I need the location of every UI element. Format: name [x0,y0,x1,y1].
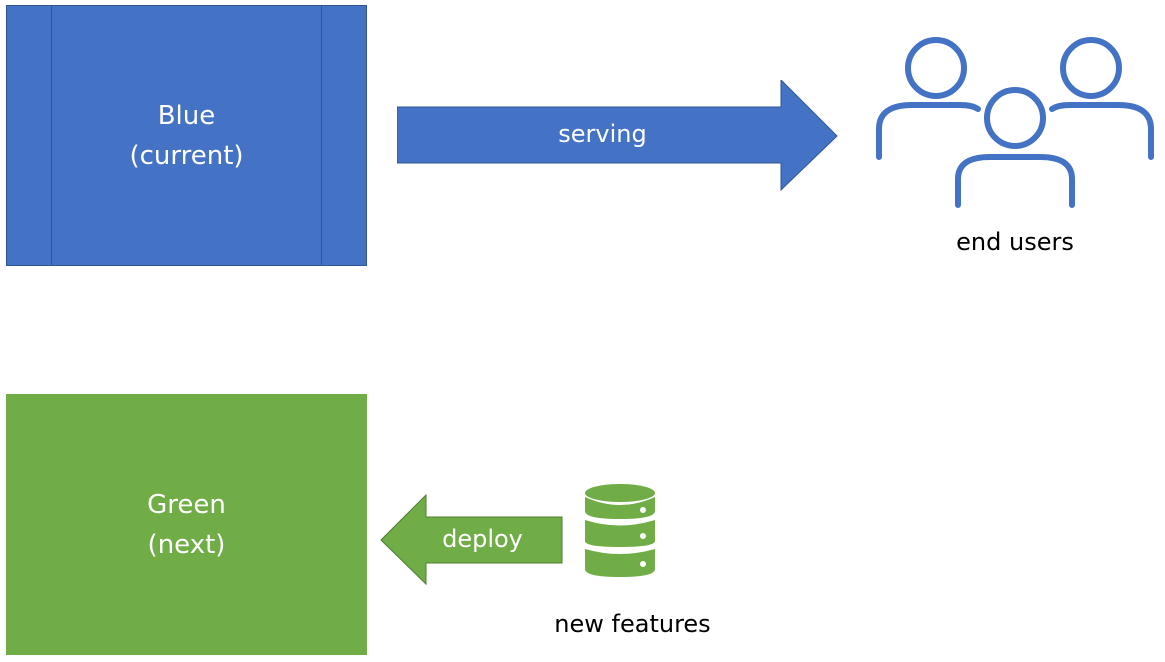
blue-box-left-divider [51,6,52,265]
deploy-arrow-label: deploy [442,525,523,553]
green-environment-box: Green (next) [6,394,367,655]
green-box-subtitle: (next) [147,529,226,560]
new-features-caption: new features [554,610,711,638]
green-box-title: Green [147,489,226,520]
blue-box-subtitle: (current) [129,140,244,171]
deploy-arrow [380,494,563,586]
database-icon [585,484,655,577]
end-users-caption: end users [956,228,1074,256]
blue-box-right-divider [321,6,322,265]
users-group-icon [876,37,1154,208]
blue-environment-box: Blue (current) [6,5,367,266]
blue-box-title: Blue [157,100,216,131]
serving-arrow-label: serving [558,120,647,148]
serving-arrow [397,80,838,192]
